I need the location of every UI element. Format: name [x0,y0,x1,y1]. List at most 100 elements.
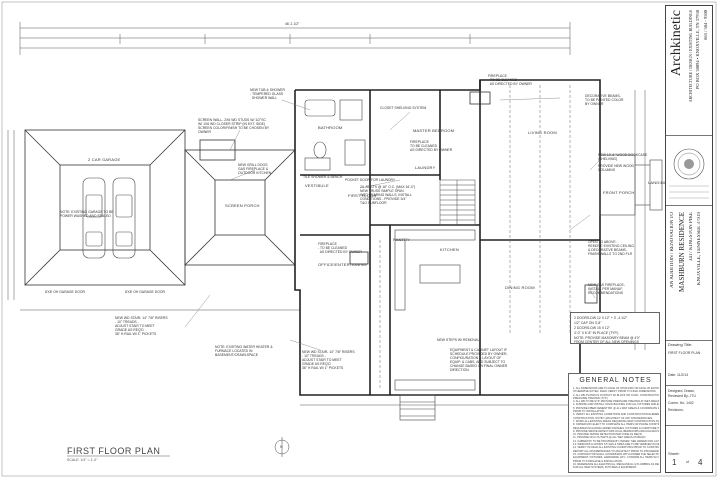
architect-seal-icon [669,148,709,199]
note-gas-fireplace: NEW GRILL DOGS GAS FIREPLACE & OUTDOOR K… [238,163,272,175]
door-schedule: 2 DOORS-DW 12 X 12" + 3' -4 1/2" 1/2" CA… [570,312,660,344]
sheet-label: Sheet: [668,451,680,456]
general-note: OTHERWISE NOTED. FIELD VERIFY PRIOR TO F… [573,390,657,394]
note-closet: CLOSET SHELVING SYSTEM [380,106,427,110]
project-line-3: 3417 KINGSTON PIKE [689,212,694,262]
note-water-heater: NOTE: EXISTING WATER HEATER & FURNACE LO… [215,345,273,357]
firm-address: PO BOX 30094 • KNOXVILLE, TN 37930 [695,10,700,90]
note-new-stair-2: NEW WD STAIR- 14" 7/8" RISERS - 10" TREA… [302,350,355,370]
project-name: MASHBURN RESIDENCE [678,212,686,292]
general-note: 12. CABINETRY TO BE PROVIDED BY OWNER. S… [573,439,659,443]
drawing-title-block: Drawing Title: FIRST FLOOR PLAN Date: 11… [666,341,712,386]
room-kitchen: KITCHEN [440,247,459,252]
comm-number: Comm. No. 1402 [668,401,694,405]
general-notes-title: GENERAL NOTES [579,377,652,384]
room-office: OFFICE/ENTERTAINING [318,262,367,267]
sheet-total: 4 [698,458,703,467]
general-note: 15. CONTRACTOR SHALL COORDINATE WITH OWN… [573,452,659,456]
note-pocket-door: POCKET DOOR FOR LAUNDRY [345,178,396,182]
general-note: 4. FURNISH AND INSTALL SOLID BACKING FOR… [573,403,659,407]
general-note: REQUIRED INCLUDING ADDED FINISHES, FIXTU… [573,426,659,430]
general-note: REPORT ALL DISCREPANCIES TO ARCHITECT PR… [573,449,659,453]
overall-dimension: 46'-1 1/2" [285,22,300,26]
door-schedule-line: 1/2" CAP ON 3'-8" [574,321,602,325]
note-gas-fireplace-2: NEW GAS FIREPLACE- INSTALL PER MANUF. RE… [588,283,625,295]
revisions-label: Revisions: [668,408,684,412]
general-note: 9. PROVIDE SMOKE DETECTORS IN ALL BEDROO… [573,429,659,433]
drawing-date: Date: 11/2/14 [668,373,689,377]
note-fireplace-top: FIREPLACE - TO BE CLEANED AS DIRECTED BY… [488,74,532,86]
project-line-4: KNOXVILLE, TENNESSEE 37919 [697,212,702,286]
seal-block [666,136,712,206]
note-decorative-beams: DECORATIVE BEAMS- TO BE PAINTED COLOR BY… [585,94,624,106]
drawing-title: FIRST FLOOR PLAN [668,351,701,355]
title-block: Archkinetic ARCHITECTURE / DESIGN / EXIS… [665,5,713,473]
door-schedule-line: 2 DOORS-DW 12 X 12" + 3' -4 1/2" [574,316,628,320]
door-schedule-line: NOTE: PROVIDE MASONRY BEAM @ 4'0" [574,336,641,340]
general-notes-panel: GENERAL NOTES 1. ALL DIMENSIONS ARE TO F… [568,373,661,473]
note-opening: OPEN TO ABOVE - REMOVE EXISTING CEILING … [588,240,634,256]
general-note: 13. WINDOWS & DOORS STYLES & SIZES ARE T… [573,443,659,447]
general-note: 10. PROVIDE SMOKE DETECTION PER CODE AS … [573,433,643,437]
room-screen-porch: SCREEN PORCH [225,203,260,208]
note-screen-wall: SCREEN WALL- 2X6 WD STUDS W/ 1/2"SC W/ 1… [198,118,270,134]
general-note: FOR ALL NEW SYSTEMS, FIXTURES & EQUIPMEN… [573,466,637,470]
general-note: 6. VERIFY ALL EXISTING CONDITIONS AND CO… [573,413,659,417]
general-note: CONSTRUCTION. NOTIFY ARCHITECT OF ANY DI… [573,416,653,420]
note-garage-door-right: 8'X8' OH GARAGE DOOR [125,290,165,294]
plan-title: FIRST FLOOR PLAN [67,446,161,456]
plan-scale: SCALE: 1/4" = 1'-0" [67,458,98,462]
note-new-stair: NEW WD STAIR- 14" 7/8" RISERS - 10" TREA… [115,316,168,336]
general-note: 7. WORK ALL EXISTING AREAS REQUIRING NEW… [573,419,659,423]
general-note: 8. OWNER MAY ELECT TO COMPLETE ALL ITEMS… [573,423,659,427]
room-living-room: LIVING ROOM [528,130,557,135]
general-note: 11. PROVIDE GFCI OUTLETS @ ALL WET AREAS… [573,436,647,440]
reviewed-label: Reviewed By: JTU [668,394,696,398]
note-garage: NOTE: EXISTING GARAGE TO BE POWER WASHED… [60,210,114,218]
room-vestibule: VESTIBULE [305,183,329,188]
general-note: 5. PROVIDE FIBER CEMENT BD. @ ALL WET AR… [573,406,659,410]
general-note: 2. ALL WD PLATES IN CONTACT W/ BLOCK OR … [573,393,659,397]
sheet-of: of [686,460,689,464]
note-wood-columns: PROVIDE NEW WOOD COLUMNS [598,164,634,172]
note-fireplace-low: FIREPLACE - TO BE CLEANED AS DIRECTED BY… [318,242,362,254]
room-landing: LANDING [648,180,668,185]
room-pantry: PANTRY [393,237,411,242]
general-note: PRIOR TO INSTALLATION. [573,410,605,414]
firm-name: Archkinetic [669,10,684,77]
project-line-1: AN ADDITION / RENOVATION TO [670,212,675,288]
room-garage: 2 CAR GARAGE [88,157,121,162]
note-fireplace-mid: FIREPLACE TO BE CLEANED AS DIRECTED BY O… [410,140,453,152]
note-new-steps: NEW STEPS W/ REMOVAL [437,338,480,342]
project-block: AN ADDITION / RENOVATION TO MASHBURN RES… [666,206,712,341]
drawing-title-label: Drawing Title: [668,342,693,347]
room-front-porch: FRONT PORCH [603,190,635,195]
designed-label: Designed, Drawn, [668,389,695,393]
note-equipment: EQUIPMENT & CABINET LAYOUT IF SCHEDULE P… [450,348,508,372]
firm-block: Archkinetic ARCHITECTURE / DESIGN / EXIS… [666,6,712,136]
north-arrow-label: N [280,445,283,449]
note-joists: 2X JOISTS @ 16" O.C. (MAX 16'-0") NEW TR… [360,185,416,205]
general-note: PRESSURE TREATED (TYP.) [573,396,608,400]
room-master-bedroom: MASTER BEDROOM [413,128,455,133]
note-garage-door-left: 8'X8' OH GARAGE DOOR [45,290,85,294]
general-note: PRIOR TO PURCHASE & INSTALLATION. [573,459,623,463]
firm-tagline: ARCHITECTURE / DESIGN / EXISTING BUILDIN… [688,10,693,103]
room-bathroom: BATHROOM [318,125,343,130]
general-note: 14. VERIFY IN FIELD ALL EXISTING CONDITI… [573,446,659,450]
sheet-number-block: Sheet: 1 of 4 [666,426,712,472]
note-tile-shower: NEW TUB & SHOWER - TEMPERED GLASS SHOWER… [250,88,285,100]
general-note: 16. REFERENCE ALL ELECTRICAL, MECHANICAL… [573,462,659,466]
review-block: Designed, Drawn, Reviewed By: JTU Comm. … [666,386,712,426]
room-first-floor: FIRST FLOOR [348,193,377,198]
door-schedule-line: FROM CENTER OF ALL NEW OPENINGS [574,340,639,344]
door-schedule-line: 3'-0" X 6'-8" IN PLACE (TYP.) [574,331,619,335]
sheet-number: 1 [672,458,677,467]
general-note: 3. ALL WD TO BE SYP. PROVIDE PRESSURE TR… [573,400,659,404]
general-notes-list: 1. ALL DIMENSIONS ARE TO FACE OF STUD/CM… [573,387,659,469]
general-note: 1. ALL DIMENSIONS ARE TO FACE OF STUD/CM… [573,387,659,390]
note-bookcase: NEW 10'-6" WOOD BOOKCASE (SHELVING) [598,153,648,161]
door-schedule-line: 2 DOORS-DW 15 X 12" [574,326,610,330]
